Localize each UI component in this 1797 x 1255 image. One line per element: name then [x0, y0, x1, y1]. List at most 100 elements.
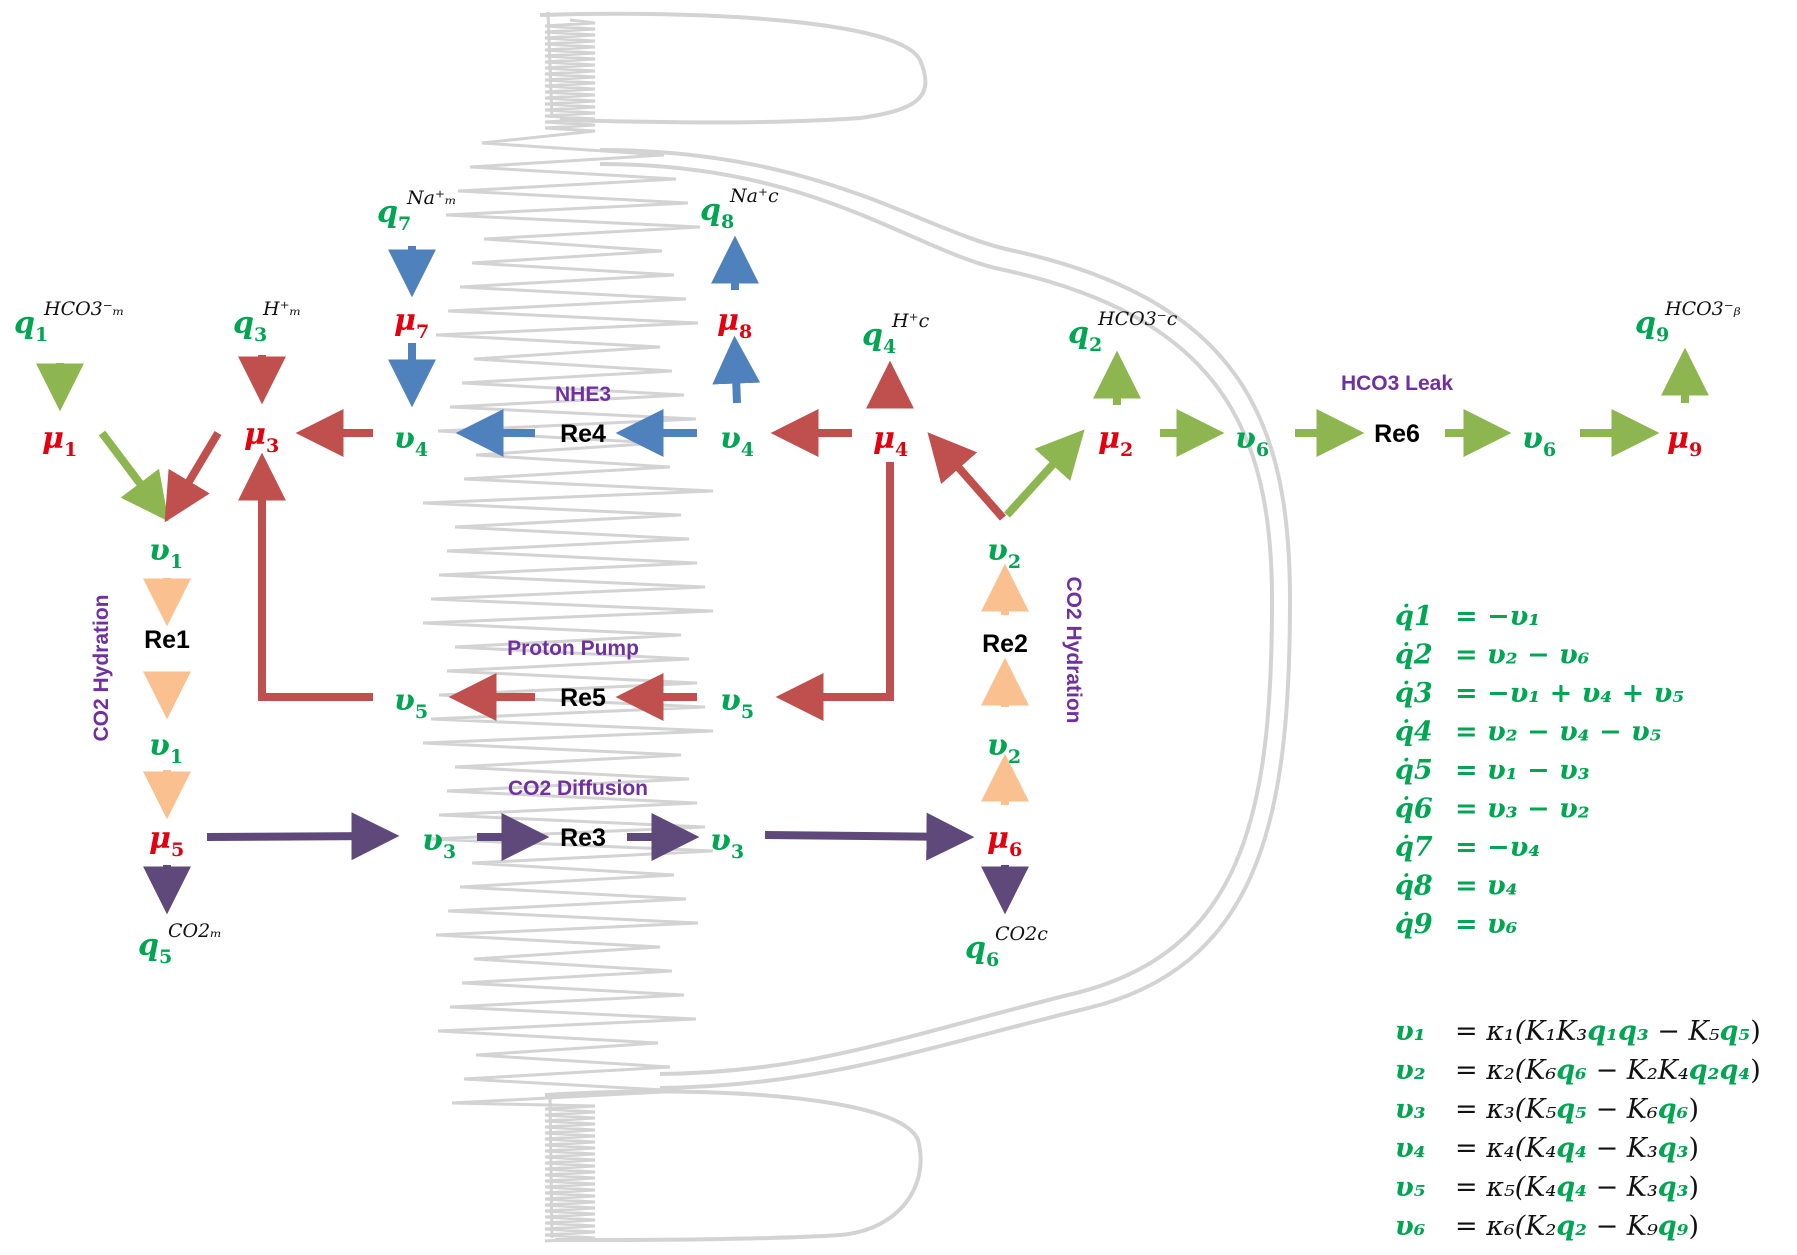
- svg-text:= κ₄(K₄q₄ − K₃q₃): = κ₄(K₄q₄ − K₃q₃): [1455, 1133, 1699, 1164]
- equation-row: q̇6 = υ₃ − υ₂: [1395, 794, 1590, 825]
- arrow-mu4-v5: [775, 462, 894, 721]
- svg-text:υ6: υ6: [1522, 421, 1556, 461]
- label-proton-pump: Proton Pump: [507, 637, 639, 660]
- svg-text:μ5: μ5: [149, 821, 184, 861]
- svg-text:q̇7: q̇7: [1395, 832, 1433, 863]
- svg-text:υ4: υ4: [394, 421, 428, 461]
- svg-text:υ₄: υ₄: [1395, 1133, 1426, 1164]
- arrow-mu5-v3: [206, 812, 400, 861]
- svg-text:= υ₄: = υ₄: [1455, 871, 1518, 902]
- reaction-re3: Re3: [560, 824, 606, 852]
- flow-v3-left: υ3: [422, 823, 456, 863]
- svg-text:q̇2: q̇2: [1395, 640, 1433, 671]
- svg-text:υ₃: υ₃: [1395, 1094, 1426, 1125]
- svg-text:q7: q7: [377, 195, 411, 235]
- potential-mu9: μ9: [1667, 421, 1702, 461]
- label-hco3-leak: HCO3 Leak: [1341, 372, 1453, 395]
- svg-text:q6: q6: [965, 931, 999, 971]
- label-co2-hydration-left: CO2 Hydration: [90, 594, 113, 741]
- svg-text:= κ₅(K₄q₄ − K₃q₃): = κ₅(K₄q₄ − K₃q₃): [1455, 1172, 1699, 1203]
- svg-text:q̇6: q̇6: [1395, 794, 1433, 825]
- potential-mu3: μ3: [244, 417, 279, 457]
- svg-text:q̇5: q̇5: [1395, 755, 1433, 786]
- equation-row: υ₆ = κ₆(K₂q₂ − K₉q₉): [1395, 1211, 1699, 1242]
- arrow-mu1-v1: [98, 430, 169, 522]
- flow-v2-bottom: υ2: [987, 728, 1021, 768]
- svg-text:q9: q9: [1635, 306, 1669, 346]
- svg-text:q̇9: q̇9: [1395, 909, 1433, 940]
- arrow-v5-mu3: [238, 452, 373, 701]
- potential-mu7: μ7: [394, 303, 429, 343]
- svg-text:μ8: μ8: [717, 303, 752, 343]
- svg-text:HCO3⁻ᵦ: HCO3⁻ᵦ: [1664, 298, 1741, 320]
- svg-text:μ7: μ7: [394, 303, 429, 343]
- arrows: [36, 235, 1709, 915]
- svg-text:υ5: υ5: [394, 683, 428, 723]
- equation-row: υ₅= κ₅(K₄q₄ − K₃q₃): [1395, 1172, 1699, 1203]
- svg-text:= κ₂(K₆q₆ − K₂K₄q₂q₄): = κ₂(K₆q₆ − K₂K₄q₂q₄): [1455, 1055, 1761, 1086]
- svg-text:q̇4: q̇4: [1395, 717, 1433, 748]
- svg-text:= υ₂ − υ₄ − υ₅: = υ₂ − υ₄ − υ₅: [1455, 717, 1662, 748]
- svg-text:q1: q1: [14, 306, 48, 346]
- equation-row: υ₁ = κ₁(K₁K₃q₁q₃ − K₅q₅): [1395, 1016, 1761, 1047]
- equation-row: q̇1= −υ₁: [1395, 601, 1540, 632]
- reactions: Re1 Re2 Re3 Re4 Re5 Re6: [144, 420, 1420, 852]
- label-co2-hydration-right: CO2 Hydration: [1062, 576, 1085, 723]
- species-q3: q3H⁺ₘ: [233, 298, 301, 346]
- svg-text:= υ₃ − υ₂: = υ₃ − υ₂: [1455, 794, 1590, 825]
- equation-row: q̇4 = υ₂ − υ₄ − υ₅: [1395, 717, 1662, 748]
- svg-text:υ1: υ1: [149, 728, 183, 768]
- potential-mu2: μ2: [1098, 421, 1133, 461]
- svg-text:HCO3⁻ₘ: HCO3⁻ₘ: [43, 298, 124, 320]
- svg-text:q2: q2: [1068, 316, 1102, 356]
- state-equations: q̇1= −υ₁ q̇2 = υ₂ − υ₆ q̇3= −υ₁ + υ₄ + υ₅ q̇…: [1395, 601, 1684, 940]
- svg-text:υ₁: υ₁: [1395, 1016, 1426, 1047]
- flow-v6-left: υ6: [1235, 421, 1269, 461]
- equation-row: q̇3= −υ₁ + υ₄ + υ₅: [1395, 678, 1684, 709]
- arrow-v4-mu8: [712, 335, 761, 404]
- potential-mu4: μ4: [873, 421, 908, 461]
- equation-row: υ₃ = κ₃(K₅q₅ − K₆q₆): [1395, 1094, 1699, 1125]
- svg-text:μ1: μ1: [42, 421, 77, 461]
- svg-text:= κ₁(K₁K₃q₁q₃ − K₅q₅): = κ₁(K₁K₃q₁q₃ − K₅q₅): [1455, 1016, 1761, 1047]
- svg-text:υ₂: υ₂: [1395, 1055, 1426, 1086]
- svg-text:υ₆: υ₆: [1395, 1211, 1426, 1242]
- reaction-re1: Re1: [144, 626, 190, 654]
- svg-text:CO2ₘ: CO2ₘ: [168, 920, 222, 942]
- reaction-re6: Re6: [1374, 420, 1420, 448]
- equation-row: q̇7 = −υ₄: [1395, 832, 1540, 863]
- svg-text:q4: q4: [862, 318, 896, 358]
- svg-text:q5: q5: [138, 928, 172, 968]
- svg-text:υ2: υ2: [987, 728, 1021, 768]
- svg-text:= −υ₁: = −υ₁: [1455, 601, 1540, 632]
- svg-text:= κ₆(K₂q₂ − K₉q₉): = κ₆(K₂q₂ − K₉q₉): [1455, 1211, 1699, 1242]
- equation-row: q̇2 = υ₂ − υ₆: [1395, 640, 1590, 671]
- flow-v3-right: υ3: [710, 823, 744, 863]
- reaction-re2: Re2: [982, 630, 1028, 658]
- svg-text:= υ₂ − υ₆: = υ₂ − υ₆: [1455, 640, 1590, 671]
- svg-text:= υ₁ − υ₃: = υ₁ − υ₃: [1455, 755, 1590, 786]
- rate-equations: υ₁ = κ₁(K₁K₃q₁q₃ − K₅q₅) υ₂ = κ₂(K₆q₆ − K₂K…: [1395, 1016, 1761, 1242]
- svg-text:H⁺ₘ: H⁺ₘ: [262, 298, 301, 320]
- membrane-sketch: [422, 11, 1293, 1243]
- svg-text:q8: q8: [700, 193, 734, 233]
- reaction-re5: Re5: [560, 684, 606, 712]
- arrow-v2-mu4: [927, 432, 1007, 521]
- svg-text:μ4: μ4: [873, 421, 908, 461]
- svg-text:υ3: υ3: [710, 823, 744, 863]
- svg-text:μ3: μ3: [244, 417, 279, 457]
- svg-text:= κ₃(K₅q₅ − K₆q₆): = κ₃(K₅q₅ − K₆q₆): [1455, 1094, 1699, 1125]
- svg-text:q̇8: q̇8: [1395, 871, 1433, 902]
- svg-text:= −υ₄: = −υ₄: [1455, 832, 1540, 863]
- potential-mu6: μ6: [987, 821, 1022, 861]
- species-q4: q4H⁺𝑐: [862, 310, 930, 358]
- flow-v6-right: υ6: [1522, 421, 1556, 461]
- svg-text:μ9: μ9: [1667, 421, 1702, 461]
- svg-text:H⁺𝑐: H⁺𝑐: [891, 310, 930, 332]
- equation-row: q̇9= υ₆: [1395, 909, 1518, 940]
